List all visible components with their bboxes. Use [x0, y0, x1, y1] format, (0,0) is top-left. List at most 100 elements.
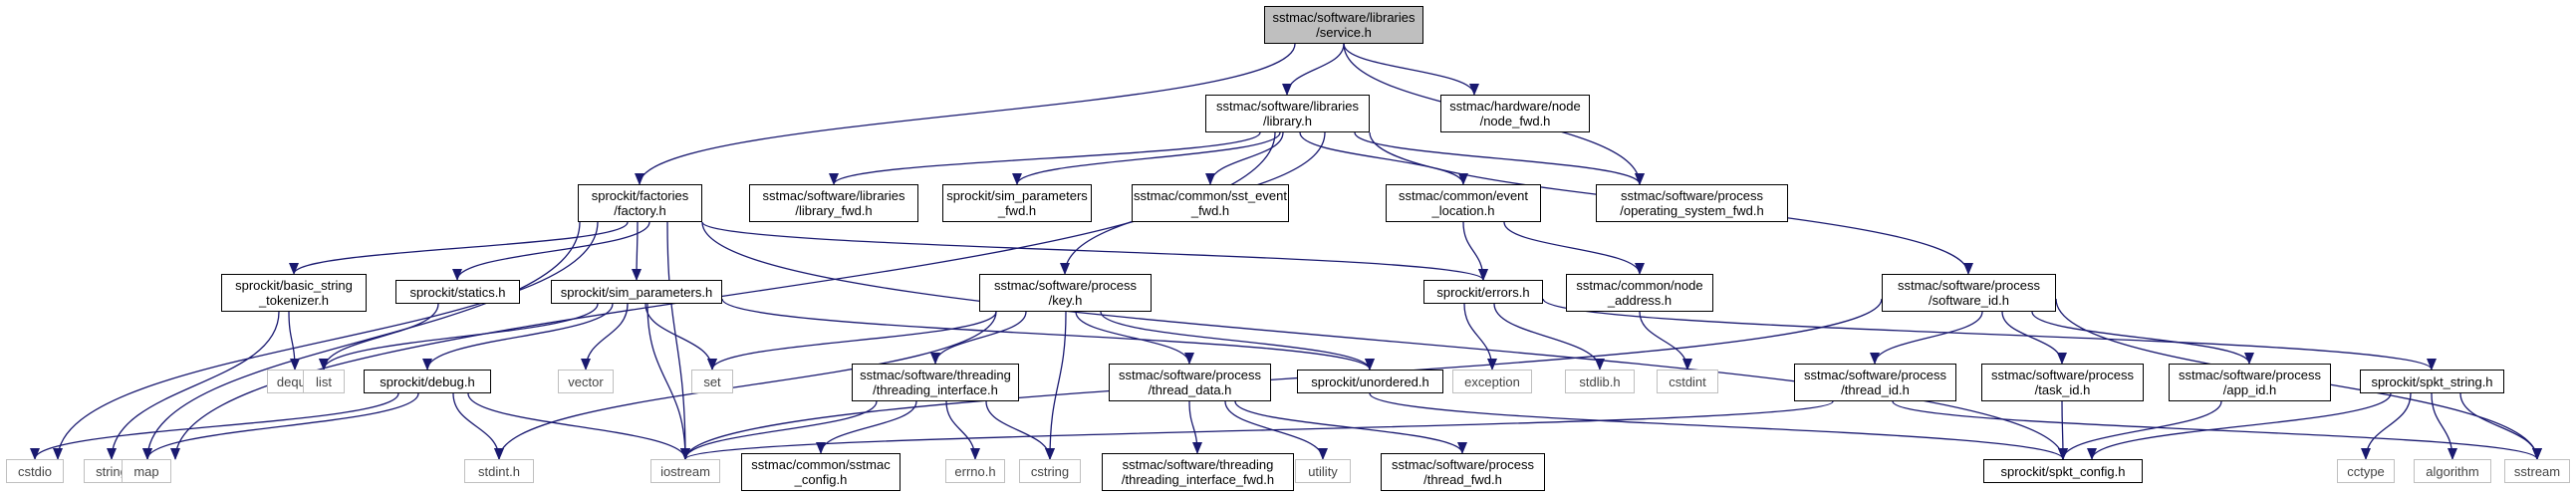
dependency-edge — [2058, 400, 2222, 460]
node-cstdio[interactable]: cstdio — [6, 459, 64, 483]
node-vector[interactable]: vector — [558, 370, 614, 393]
node-label: sprockit/debug.h — [380, 373, 475, 389]
node-label: sstmac/software/threading — [1122, 457, 1274, 472]
dependency-edge — [2031, 311, 2254, 365]
node-thread-data-h[interactable]: sstmac/software/process /thread_data.h — [1109, 364, 1271, 401]
dependency-edge — [2057, 400, 2068, 460]
node-label: exception — [1464, 373, 1520, 389]
node-label: sstmac/common/event — [1398, 188, 1529, 203]
dependency-edge — [2459, 392, 2542, 460]
node-spkt-config-h[interactable]: sprockit/spkt_config.h — [1983, 459, 2143, 483]
node-label: /thread_id.h — [1841, 382, 1910, 397]
node-label: /library_fwd.h — [795, 203, 873, 218]
node-thread-fwd-h[interactable]: sstmac/software/process /thread_fwd.h — [1381, 453, 1545, 491]
dependency-edge — [680, 400, 1834, 460]
dependency-edge — [2361, 392, 2412, 460]
node-cstdint[interactable]: cstdint — [1657, 370, 1718, 393]
dependency-edge — [1493, 303, 1605, 371]
node-algorithm[interactable]: algorithm — [2414, 459, 2491, 483]
dependency-edge — [581, 303, 629, 371]
node-statics-h[interactable]: sprockit/statics.h — [395, 280, 520, 304]
node-factory-h[interactable]: sprockit/factories /factory.h — [578, 184, 702, 222]
dependency-edge — [930, 311, 1027, 365]
node-library-fwd-h[interactable]: sstmac/software/libraries /library_fwd.h — [749, 184, 918, 222]
node-operating-system-fwd-h[interactable]: sstmac/software/process /operating_syste… — [1596, 184, 1788, 222]
node-thread-id-h[interactable]: sstmac/software/process /thread_id.h — [1794, 364, 1956, 401]
node-sstmac-config-h[interactable]: sstmac/common/sstmac _config.h — [741, 453, 901, 491]
node-label: /operating_system_fwd.h — [1620, 203, 1764, 218]
node-app-id-h[interactable]: sstmac/software/process /app_id.h — [2169, 364, 2331, 401]
node-label: /node_fwd.h — [1479, 114, 1551, 128]
dependency-edge — [319, 303, 439, 371]
node-node-address-h[interactable]: sstmac/common/node _address.h — [1566, 274, 1713, 312]
dependency-edge — [1892, 400, 2542, 460]
node-label: sstmac/common/sstmac — [751, 457, 891, 472]
dependency-edge — [666, 221, 690, 460]
node-service-h[interactable]: sstmac/software/libraries /service.h — [1264, 6, 1423, 44]
node-unordered-h[interactable]: sprockit/unordered.h — [1297, 370, 1443, 393]
node-label: sprockit/errors.h — [1436, 284, 1530, 300]
dependency-edge — [701, 221, 1488, 281]
node-utility[interactable]: utility — [1295, 459, 1351, 483]
dependency-edge — [467, 392, 690, 460]
dependency-edge — [53, 221, 599, 460]
node-label: /key.h — [1048, 293, 1083, 308]
dependency-edge — [2087, 392, 2392, 460]
node-errors-h[interactable]: sprockit/errors.h — [1423, 280, 1543, 304]
node-label: /software_id.h — [1929, 293, 2009, 308]
node-exception[interactable]: exception — [1452, 370, 1532, 393]
dependency-edge — [1234, 400, 1467, 454]
dependency-edge — [1299, 131, 1468, 185]
node-sim-parameters-h[interactable]: sprockit/sim_parameters.h — [551, 280, 722, 304]
node-basic-string-tokenizer-h[interactable]: sprockit/basic_string _tokenizer.h — [221, 274, 367, 312]
node-label: sstmac/software/libraries — [762, 188, 905, 203]
dependency-edge — [707, 311, 997, 371]
node-event-location-h[interactable]: sstmac/common/event _location.h — [1386, 184, 1541, 222]
dependency-edge — [829, 131, 1261, 185]
node-spkt-string-h[interactable]: sprockit/spkt_string.h — [2360, 370, 2504, 393]
node-threading-interface-h[interactable]: sstmac/software/threading /threading_int… — [852, 364, 1019, 401]
node-key-h[interactable]: sstmac/software/process /key.h — [979, 274, 1152, 312]
node-debug-h[interactable]: sprockit/debug.h — [364, 370, 491, 393]
node-set[interactable]: set — [691, 370, 733, 393]
dependency-edge — [452, 221, 650, 281]
node-cctype[interactable]: cctype — [2337, 459, 2395, 483]
node-label: cctype — [2347, 463, 2385, 479]
node-sim-parameters-fwd-h[interactable]: sprockit/sim_parameters _fwd.h — [942, 184, 1092, 222]
node-threading-interface-fwd-h[interactable]: sstmac/software/threading /threading_int… — [1102, 453, 1294, 491]
dependency-edge — [1188, 400, 1202, 454]
dependency-edge — [1503, 221, 1645, 275]
node-label: sprockit/unordered.h — [1311, 373, 1429, 389]
node-label: sprockit/basic_string — [235, 278, 353, 293]
node-sstream[interactable]: sstream — [2504, 459, 2570, 483]
node-label: map — [133, 463, 159, 479]
dependency-edge — [985, 400, 1055, 460]
node-label: _tokenizer.h — [258, 293, 330, 308]
node-node-fwd-h[interactable]: sstmac/hardware/node /node_fwd.h — [1440, 95, 1590, 132]
node-label: sstmac/software/process — [1990, 368, 2135, 382]
node-list[interactable]: list — [303, 370, 345, 393]
dependency-edge — [1282, 43, 1345, 96]
node-label: sstmac/software/libraries — [1272, 10, 1416, 25]
node-label: sprockit/spkt_string.h — [2371, 373, 2493, 389]
node-task-id-h[interactable]: sstmac/software/process /task_id.h — [1981, 364, 2144, 401]
dependency-edge — [646, 303, 690, 460]
node-iostream[interactable]: iostream — [650, 459, 720, 483]
node-errno-h[interactable]: errno.h — [945, 459, 1005, 483]
node-label: /task_id.h — [2034, 382, 2091, 397]
node-label: /service.h — [1316, 25, 1372, 40]
node-cstring[interactable]: cstring — [1019, 459, 1081, 483]
node-software-id-h[interactable]: sstmac/software/process /software_id.h — [1882, 274, 2056, 312]
node-stdint-h[interactable]: stdint.h — [464, 459, 534, 483]
node-sst-event-fwd-h[interactable]: sstmac/common/sst_event _fwd.h — [1132, 184, 1289, 222]
node-label: /factory.h — [614, 203, 666, 218]
dependency-edge — [142, 392, 419, 460]
node-label: iostream — [660, 463, 710, 479]
node-stdlib-h[interactable]: stdlib.h — [1565, 370, 1635, 393]
dependency-edge — [30, 392, 399, 460]
dependency-edge — [680, 400, 878, 460]
dependency-edge — [2001, 311, 2067, 365]
node-library-h[interactable]: sstmac/software/libraries /library.h — [1205, 95, 1370, 132]
node-label: list — [316, 373, 332, 389]
node-map[interactable]: map — [122, 459, 171, 483]
